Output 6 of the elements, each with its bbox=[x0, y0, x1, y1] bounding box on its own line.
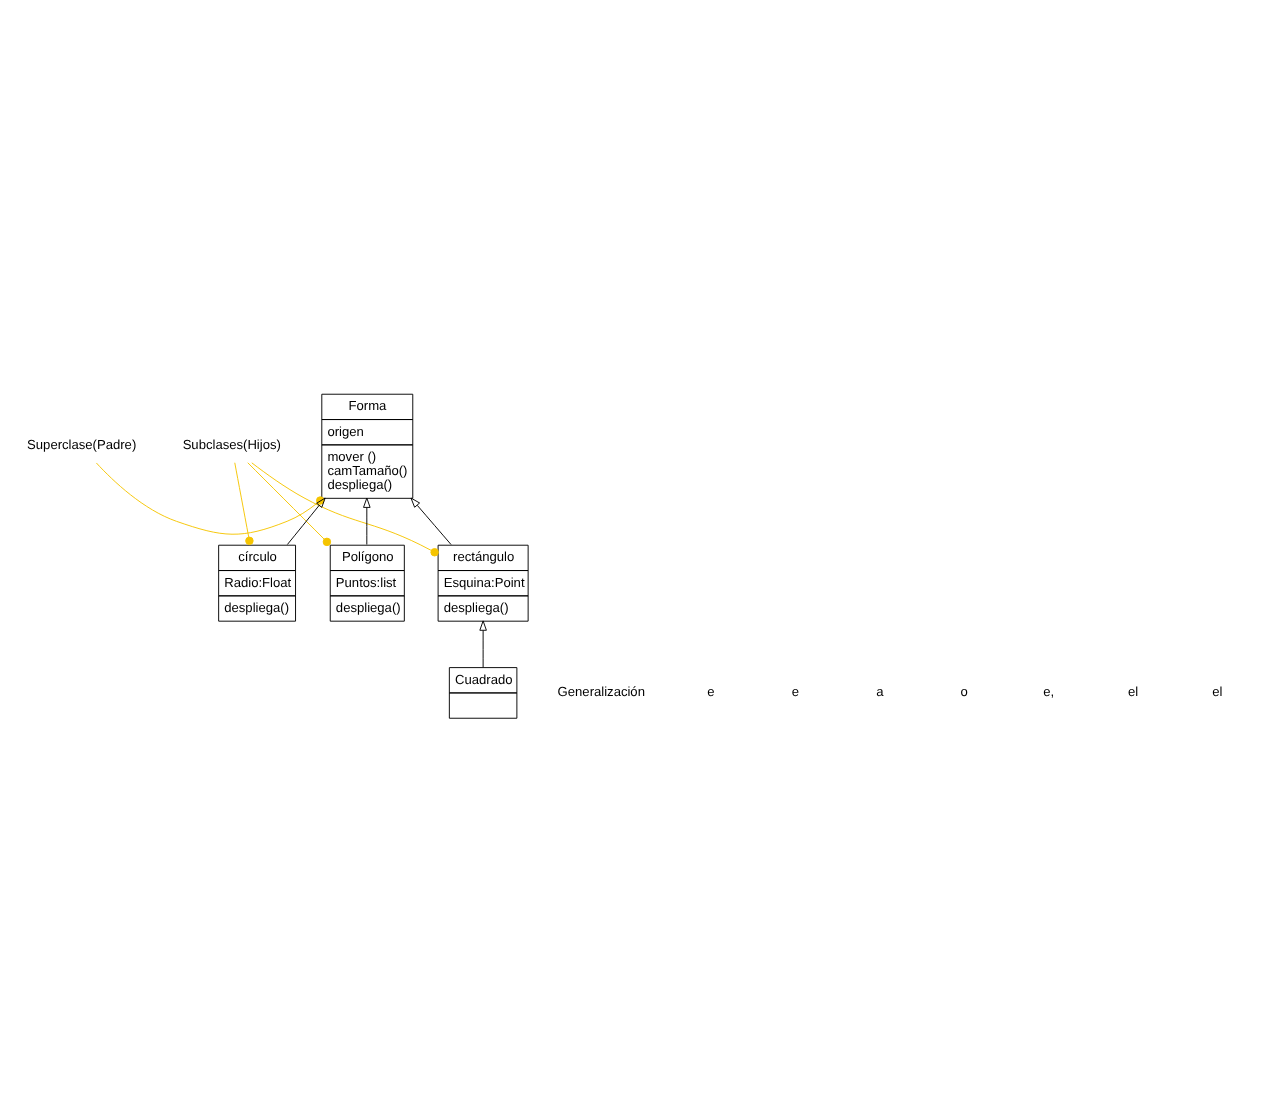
connector bbox=[234, 462, 254, 546]
arrow bbox=[363, 497, 371, 545]
arrow bbox=[479, 620, 487, 668]
connector bbox=[251, 462, 439, 557]
connector bbox=[247, 462, 332, 547]
arrow bbox=[410, 497, 452, 545]
